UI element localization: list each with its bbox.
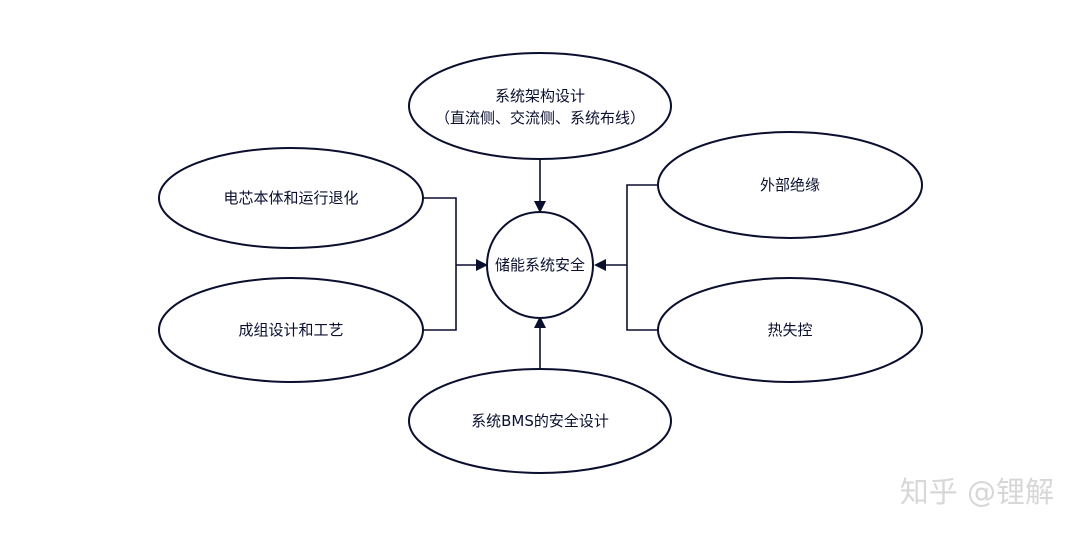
node-system-architecture-line1: 系统架构设计 [495, 87, 585, 105]
connector-left-lower-to-center [423, 265, 457, 331]
node-system-architecture-line2: （直流侧、交流侧、系统布线） [435, 109, 645, 127]
connector-right-lower-to-center [626, 265, 659, 331]
watermark: 知乎 @锂解 [900, 475, 1054, 509]
node-thermal-runaway: 热失控 [657, 277, 923, 383]
node-cell-degradation: 电芯本体和运行退化 [158, 147, 424, 249]
node-external-insulation-label: 外部绝缘 [760, 176, 820, 194]
connector-right-upper-to-center [626, 184, 659, 265]
arrowhead-bottom [534, 316, 546, 328]
node-thermal-runaway-label: 热失控 [767, 321, 812, 339]
arrowhead-right [594, 259, 606, 271]
arrowhead-left [476, 259, 488, 271]
node-bms-safety-label: 系统BMS的安全设计 [471, 412, 609, 430]
node-center-label: 储能系统安全 [495, 256, 585, 274]
node-system-architecture: 系统架构设计 （直流侧、交流侧、系统布线） [408, 52, 672, 160]
connector-left-upper-to-center [423, 197, 457, 265]
arrowhead-top [534, 201, 546, 213]
node-pack-design-label: 成组设计和工艺 [238, 321, 343, 339]
node-external-insulation: 外部绝缘 [657, 131, 923, 239]
node-pack-design: 成组设计和工艺 [158, 277, 424, 383]
node-cell-degradation-label: 电芯本体和运行退化 [223, 189, 358, 207]
node-center: 储能系统安全 [486, 211, 594, 319]
node-bms-safety: 系统BMS的安全设计 [408, 368, 672, 474]
